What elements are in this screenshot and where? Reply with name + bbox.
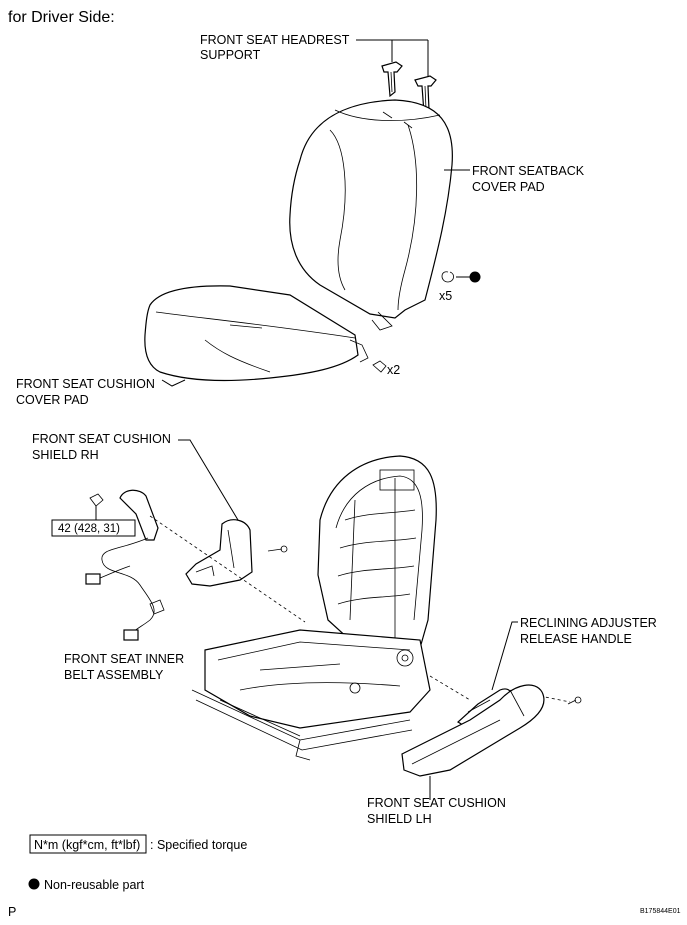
headrest-support-leader	[356, 39, 429, 76]
seat-cushion-cover-pad-part	[144, 285, 369, 382]
reclining-label-line1: RECLINING ADJUSTER	[520, 616, 657, 630]
legend-torque-desc: : Specified torque	[150, 838, 247, 852]
cushion-pad-label-line1: FRONT SEAT CUSHION	[16, 377, 155, 391]
inner-belt-assembly-part	[85, 489, 165, 641]
torque-value: 42 (428, 31)	[58, 523, 120, 535]
screw-lh-part	[567, 696, 582, 705]
belt-label-line2: BELT ASSEMBLY	[64, 668, 164, 682]
torque-value-box	[51, 519, 136, 537]
legend-torque-box	[29, 834, 147, 854]
headrest-support-label-line1: FRONT SEAT HEADREST	[200, 33, 350, 47]
legend-non-reusable-icon	[28, 878, 40, 890]
non-reusable-mark-icon	[469, 271, 481, 283]
shield-rh-label-line2: SHIELD RH	[32, 448, 99, 462]
torque-bolt-part	[89, 493, 104, 520]
shield-lh-label-line1: FRONT SEAT CUSHION	[367, 796, 506, 810]
hog-ring-part	[441, 271, 481, 283]
seatback-cover-pad-part	[289, 99, 453, 331]
shield-rh-label-line1: FRONT SEAT CUSHION	[32, 432, 171, 446]
hog-ring-count: x5	[439, 289, 452, 303]
screw-lh-assembly-path	[539, 695, 571, 703]
seatback-label-line1: FRONT SEATBACK	[472, 164, 585, 178]
legend-torque-unit: N*m (kgf*cm, ft*lbf)	[34, 838, 140, 852]
seatback-label-line2: COVER PAD	[472, 180, 545, 194]
belt-assembly-path	[149, 515, 306, 623]
cushion-pad-label-line2: COVER PAD	[16, 393, 89, 407]
clip-part	[372, 360, 387, 373]
cushion-pad-leader	[161, 379, 186, 387]
shield-rh-leader	[178, 439, 239, 521]
shield-rh-part	[185, 519, 253, 587]
headrest-support-label-line2: SUPPORT	[200, 48, 261, 62]
footer-left: P	[8, 905, 16, 919]
seat-frame-part	[191, 455, 437, 761]
legend-non-reusable-desc: Non-reusable part	[44, 878, 145, 892]
reclining-label-line2: RELEASE HANDLE	[520, 632, 632, 646]
handle-assembly-path	[429, 675, 471, 701]
shield-lh-label-line2: SHIELD LH	[367, 812, 432, 826]
reclining-leader	[491, 621, 518, 691]
figure-id: B175844E01	[640, 908, 681, 915]
screw-rh-part	[267, 545, 288, 553]
clip-count: x2	[387, 363, 400, 377]
headrest-support-parts	[381, 61, 437, 115]
page-header: for Driver Side:	[8, 9, 115, 26]
shield-lh-part	[401, 684, 545, 777]
belt-label-line1: FRONT SEAT INNER	[64, 652, 184, 666]
